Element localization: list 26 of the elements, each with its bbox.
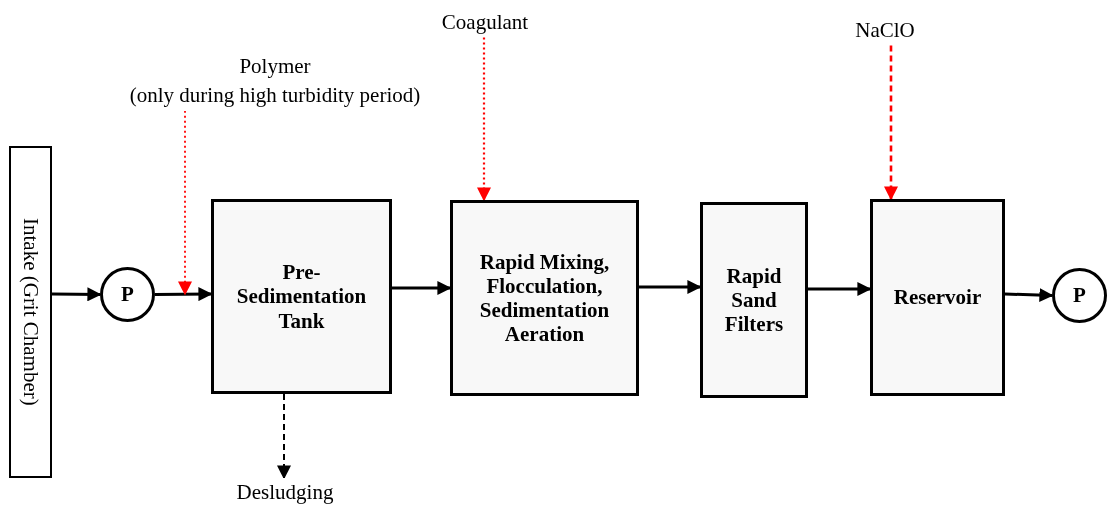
process-name: Pre-Sedimentation Tank <box>235 260 368 333</box>
flow-arrow <box>1004 288 1054 303</box>
process-name: Rapid Mixing, Flocculation, Sedimentation Aeration <box>478 249 611 347</box>
chemical-dosing-label: Polymer <box>239 53 311 80</box>
flow-arrow <box>808 282 872 296</box>
pump-circle <box>1052 268 1107 323</box>
process-name: Intake (Grit Chamber) <box>18 218 43 406</box>
pump-symbol-letter: P <box>1073 283 1086 308</box>
dashed-arrow <box>477 37 491 202</box>
flow-arrow <box>639 280 702 294</box>
flow-arrow <box>155 287 213 302</box>
dosing-note: (only during high turbidity period) <box>129 82 421 110</box>
process-name: Reservoir <box>893 285 982 310</box>
dashed-arrow <box>277 393 291 480</box>
flow-arrow <box>52 287 102 302</box>
process-box <box>700 202 808 398</box>
flow-arrow <box>392 281 452 295</box>
process-box <box>211 199 392 394</box>
process-box <box>450 200 639 396</box>
dashed-arrow <box>178 109 192 296</box>
pump-circle <box>100 267 155 322</box>
process-box <box>870 199 1005 396</box>
process-name: Rapid Sand Filters <box>723 263 785 337</box>
dashed-arrow <box>884 45 898 201</box>
pump-symbol-letter: P <box>121 282 134 307</box>
intake-box <box>9 146 52 478</box>
